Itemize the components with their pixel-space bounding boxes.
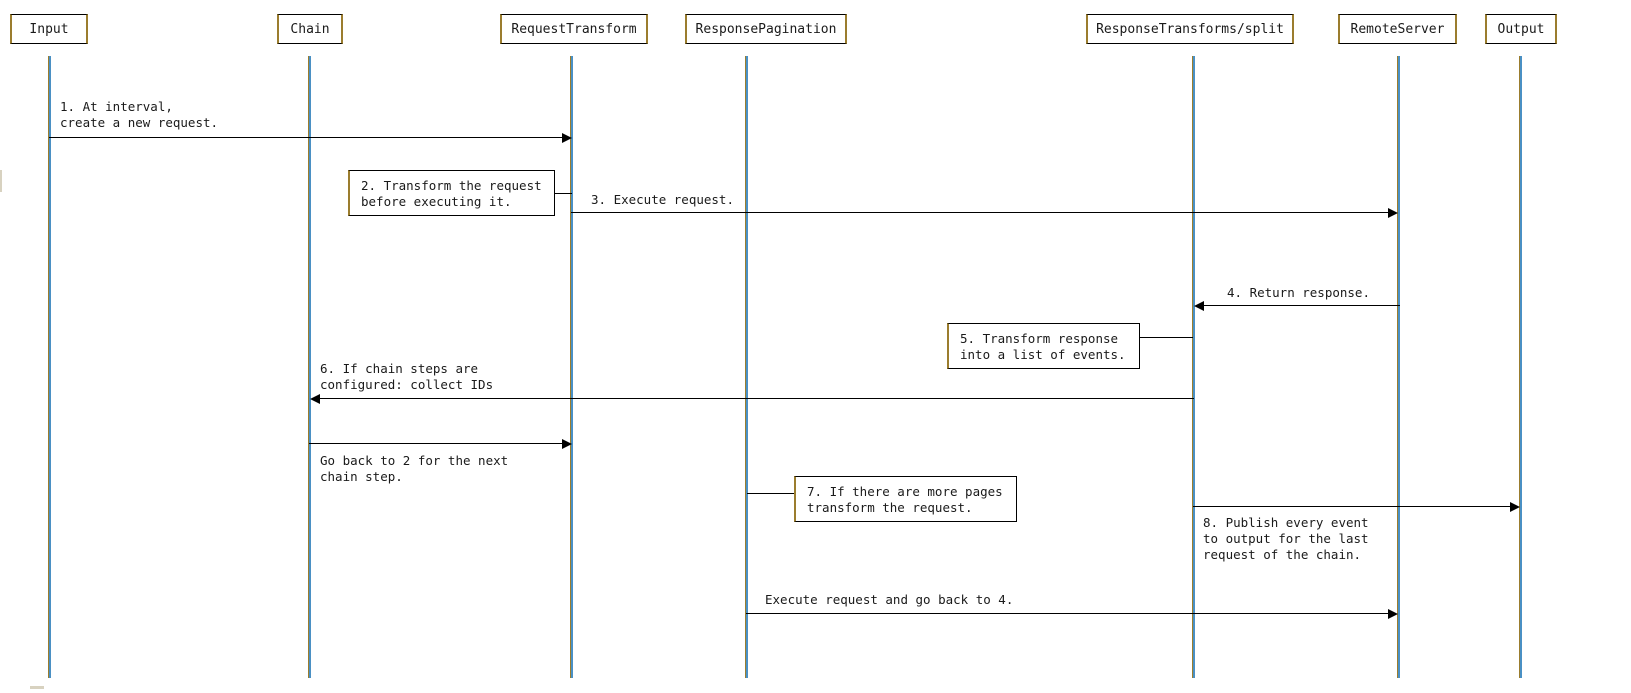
message-label-execute-goback-4: Execute request and go back to 4. xyxy=(765,592,1014,607)
message-arrowhead-goback-to-2 xyxy=(562,439,572,449)
message-arrow-1 xyxy=(49,137,564,138)
participant-box-requesttransform[interactable]: RequestTransform xyxy=(500,14,648,44)
message-arrowhead-3 xyxy=(1388,208,1398,218)
note-connector-5 xyxy=(1139,337,1193,338)
render-artifact-left-edge xyxy=(0,170,2,192)
participant-label-remoteserver: RemoteServer xyxy=(1350,21,1445,37)
message-label-6-line1: 6. If chain steps are xyxy=(320,361,479,376)
participant-box-responsepagination[interactable]: ResponsePagination xyxy=(685,14,847,44)
message-label-1-line1: 1. At interval, xyxy=(60,99,173,114)
participant-label-input: Input xyxy=(29,21,69,37)
lifeline-requesttransform xyxy=(570,56,573,678)
message-arrow-4 xyxy=(1202,305,1400,306)
message-arrow-goback-to-2 xyxy=(309,443,564,444)
lifeline-responsepagination xyxy=(745,56,748,678)
message-label-1-line2: create a new request. xyxy=(60,115,219,130)
message-arrow-8 xyxy=(1193,506,1512,507)
message-label-8-line1: 8. Publish every event xyxy=(1203,515,1369,530)
lifeline-output xyxy=(1519,56,1522,678)
message-arrow-3 xyxy=(571,212,1391,213)
participant-label-responsepagination: ResponsePagination xyxy=(695,21,837,37)
note-text-7-line2: transform the request. xyxy=(807,500,973,515)
participant-label-output: Output xyxy=(1497,21,1545,37)
participant-label-chain: Chain xyxy=(290,21,330,37)
note-text-7-line1: 7. If there are more pages xyxy=(807,484,1003,499)
message-label-6-line2: configured: collect IDs xyxy=(320,377,494,392)
message-arrowhead-8 xyxy=(1510,502,1520,512)
note-connector-2 xyxy=(554,193,572,194)
message-arrowhead-4 xyxy=(1194,301,1204,311)
message-arrow-execute-goback-4 xyxy=(746,613,1391,614)
message-arrowhead-execute-goback-4 xyxy=(1388,609,1398,619)
participant-box-responsetransforms-split[interactable]: ResponseTransforms/split xyxy=(1086,14,1294,44)
note-text-5-line1: 5. Transform response xyxy=(960,331,1119,346)
message-label-8-line3: request of the chain. xyxy=(1203,547,1362,562)
lifeline-input xyxy=(48,56,51,678)
note-connector-7 xyxy=(747,493,795,494)
note-text-5-line2: into a list of events. xyxy=(960,347,1126,362)
message-label-goback-to-2-line1: Go back to 2 for the next xyxy=(320,453,509,468)
message-arrowhead-6 xyxy=(310,394,320,404)
message-arrowhead-1 xyxy=(562,133,572,143)
note-text-2-line1: 2. Transform the request xyxy=(361,178,542,193)
message-label-4-line1: 4. Return response. xyxy=(1227,285,1370,300)
participant-box-output[interactable]: Output xyxy=(1485,14,1557,44)
message-arrow-6 xyxy=(318,398,1194,399)
message-label-goback-to-2-line2: chain step. xyxy=(320,469,403,484)
participant-label-responsetransforms-split: ResponseTransforms/split xyxy=(1096,21,1284,37)
message-label-3-line1: 3. Execute request. xyxy=(591,192,734,207)
lifeline-chain xyxy=(308,56,311,678)
message-label-8-line2: to output for the last xyxy=(1203,531,1369,546)
participant-box-input[interactable]: Input xyxy=(10,14,88,44)
participant-box-remoteserver[interactable]: RemoteServer xyxy=(1338,14,1457,44)
participant-box-chain[interactable]: Chain xyxy=(277,14,343,44)
lifeline-responsetransforms-split xyxy=(1192,56,1195,678)
participant-label-requesttransform: RequestTransform xyxy=(511,21,637,37)
render-artifact-bottom-left xyxy=(30,686,44,689)
lifeline-remoteserver xyxy=(1397,56,1400,678)
note-text-2-line2: before executing it. xyxy=(361,194,512,209)
